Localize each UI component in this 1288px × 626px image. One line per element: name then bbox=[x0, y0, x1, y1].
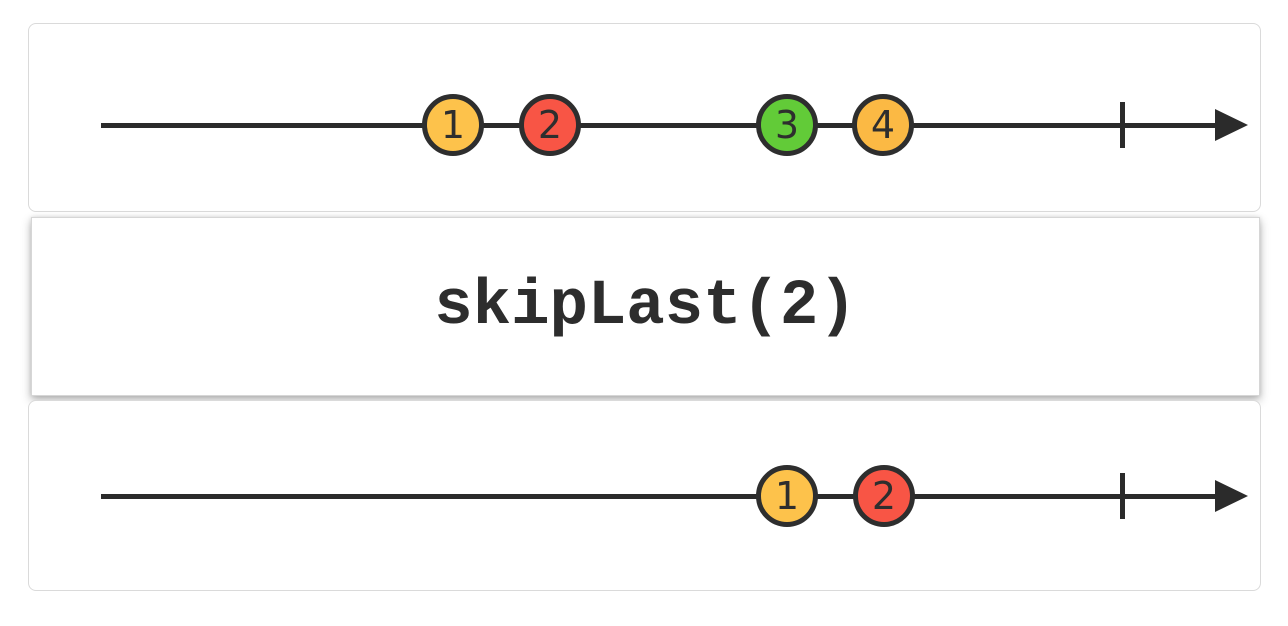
input-complete-tick bbox=[1120, 102, 1125, 148]
output-complete-tick bbox=[1120, 473, 1125, 519]
marble-3[interactable]: 3 bbox=[756, 94, 818, 156]
output-timeline-line bbox=[101, 494, 1215, 499]
input-timeline-arrowhead-icon bbox=[1215, 109, 1248, 141]
operator-label: skipLast(2) bbox=[434, 270, 857, 343]
output-timeline-arrowhead-icon bbox=[1215, 480, 1248, 512]
operator-box: skipLast(2) bbox=[31, 217, 1260, 396]
input-timeline-line bbox=[101, 123, 1215, 128]
marble-2[interactable]: 2 bbox=[519, 94, 581, 156]
marble-4[interactable]: 4 bbox=[852, 94, 914, 156]
marble-1: 1 bbox=[756, 465, 818, 527]
marble-1[interactable]: 1 bbox=[422, 94, 484, 156]
marble-2: 2 bbox=[853, 465, 915, 527]
